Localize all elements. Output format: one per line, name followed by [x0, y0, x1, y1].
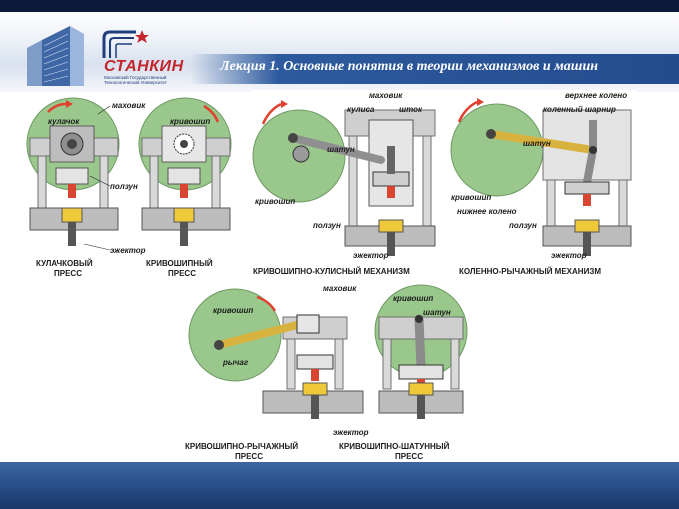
label-crank-4: кривошип — [213, 306, 253, 315]
label-crank-3: кривошип — [451, 193, 491, 202]
caption-crank-press-line1: КРИВОШИПНЫЙ — [146, 259, 213, 268]
caption-knee-lever: КОЛЕННО-РЫЧАЖНЫЙ МЕХАНИЗМ — [459, 267, 601, 276]
logo-subtitle: Московский Государственный Технологическ… — [104, 75, 167, 85]
label-crank-5: кривошип — [393, 294, 433, 303]
slide-title: Лекция 1. Основные понятия в теории меха… — [220, 59, 599, 74]
label-ejector-3: эжектор — [551, 251, 587, 260]
label-slider-2: ползун — [313, 221, 341, 230]
caption-crank-conrod-line1: КРИВОШИПНО-ШАТУННЫЙ — [339, 442, 450, 451]
label-slider: ползун — [110, 182, 138, 191]
label-lever: рычаг — [222, 358, 249, 367]
crank-lever-and-conrod-press-figure: маховик кривошип рычаг кривошип шатун эж… — [183, 283, 473, 463]
title-band — [190, 54, 679, 84]
caption-cam-press-line1: КУЛАЧКОВЫЙ — [36, 259, 93, 268]
label-conrod-3: шатун — [523, 139, 551, 148]
cam-and-crank-press-figure: маховик кулачок кривошип ползун эжектор … — [18, 96, 240, 280]
knee-lever-mechanism-figure: верхнее колено коленный шарнир шатун кри… — [447, 90, 637, 280]
label-flywheel: маховик — [112, 101, 146, 110]
label-lower-knee: нижнее колено — [457, 207, 517, 216]
caption-crank-lever-line2: ПРЕСС — [235, 452, 263, 461]
label-slider-3: ползун — [509, 221, 537, 230]
label-conrod-5: шатун — [423, 308, 451, 317]
label-upper-knee: верхнее колено — [565, 91, 627, 100]
label-ejector-4: эжектор — [333, 428, 369, 437]
label-knee-joint: коленный шарнир — [543, 105, 616, 114]
label-flywheel-4: маховик — [323, 284, 357, 293]
bottom-bar — [0, 462, 679, 509]
stankin-logo-icon — [102, 30, 149, 58]
logo-name: СТАНКИН — [104, 58, 184, 75]
label-rocker: кулиса — [347, 105, 375, 114]
caption-crank-lever-line1: КРИВОШИПНО-РЫЧАЖНЫЙ — [185, 442, 298, 451]
label-crank: кривошип — [170, 117, 210, 126]
top-dark-bar — [0, 0, 679, 12]
label-crank-2: кривошип — [255, 197, 295, 206]
label-cam: кулачок — [48, 117, 80, 126]
caption-crank-conrod-line2: ПРЕСС — [395, 452, 423, 461]
caption-crank-press-line2: ПРЕСС — [168, 269, 196, 278]
label-rod: шток — [399, 105, 423, 114]
caption-crank-rocker: КРИВОШИПНО-КУЛИСНЫЙ МЕХАНИЗМ — [253, 267, 410, 276]
label-conrod: шатун — [327, 145, 355, 154]
caption-cam-press-line2: ПРЕСС — [54, 269, 82, 278]
crank-rocker-mechanism-figure: маховик кулиса шток шатун кривошип ползу… — [251, 90, 447, 280]
university-building-icon — [27, 26, 84, 86]
label-flywheel-2: маховик — [369, 91, 403, 100]
label-ejector: эжектор — [110, 246, 146, 255]
label-ejector-2: эжектор — [353, 251, 389, 260]
